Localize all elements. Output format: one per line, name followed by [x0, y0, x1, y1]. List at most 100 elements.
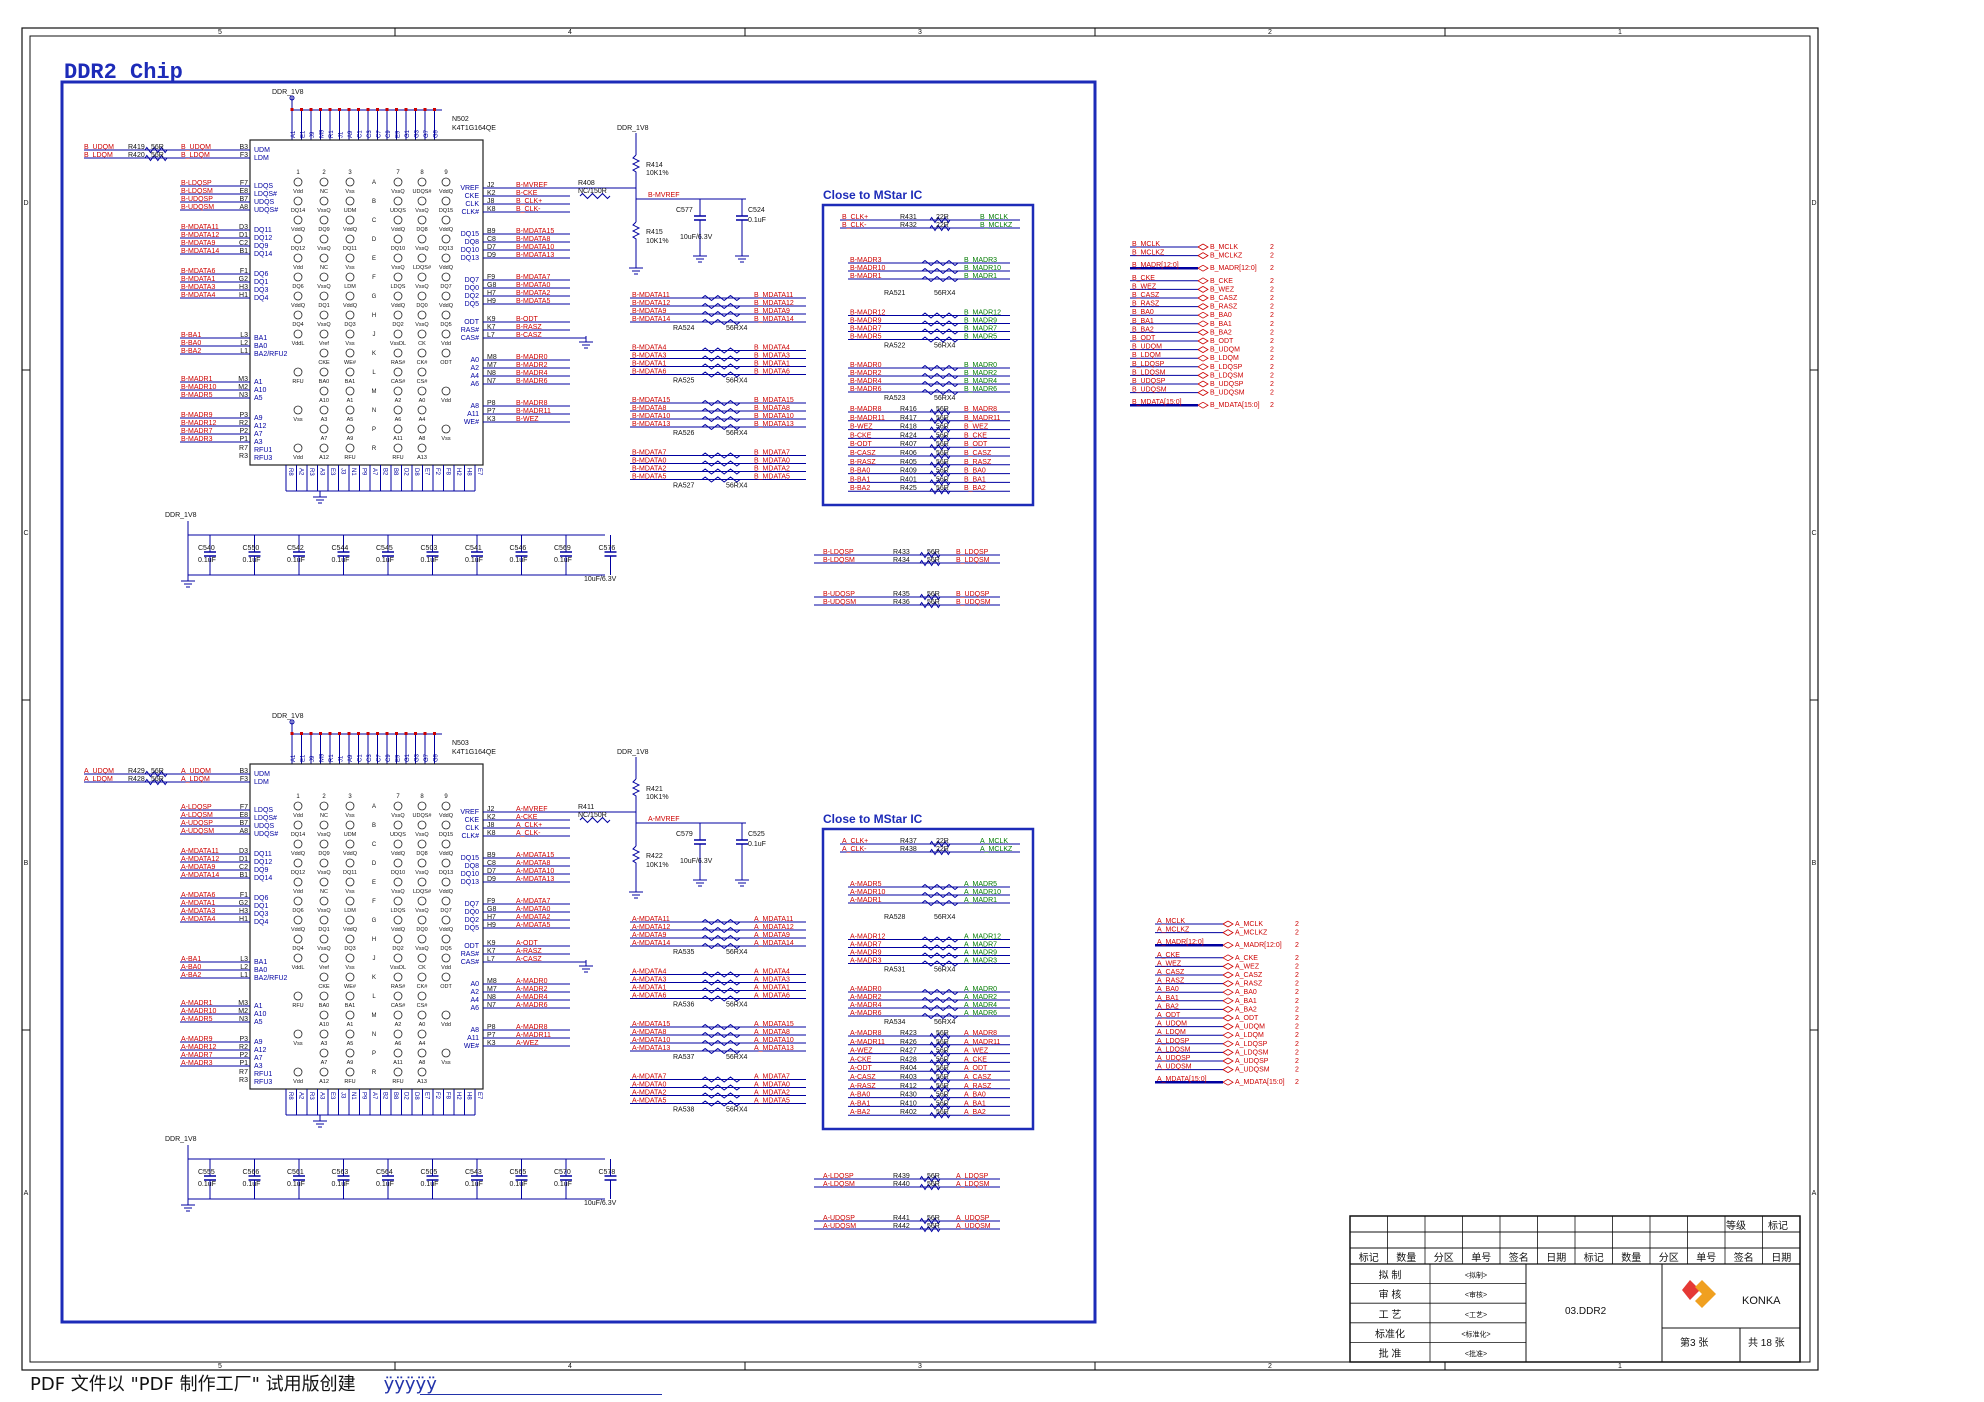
port-name: B_RASZ — [1210, 304, 1238, 311]
port-net: B_MCLKZ — [1132, 250, 1165, 257]
top-pin-number: G1 — [405, 753, 411, 762]
left-pin-net: A_UDQM — [181, 768, 211, 775]
top-pin-number: G7 — [424, 129, 430, 138]
decap-value: 0.1uF — [198, 1181, 216, 1188]
left-pin-net: A-LDQSM — [181, 812, 213, 819]
ball — [393, 972, 403, 982]
ball-label: A6 — [395, 417, 402, 423]
ball — [441, 310, 451, 320]
ball-label: Vss — [345, 189, 354, 195]
array-left-net: B-MDATA4 — [632, 345, 666, 352]
addr-refdes: RA534 — [884, 1019, 906, 1026]
right-pin-name: DQ8 — [465, 239, 480, 246]
ball-row-letter: D — [372, 861, 377, 867]
array-resistor — [701, 371, 741, 378]
ball — [319, 1029, 329, 1039]
vref-power: DDR_1V8 — [617, 749, 649, 756]
right-pin-number: N8 — [487, 370, 496, 377]
ball — [393, 1029, 403, 1039]
right-pin-net: A-MADR8 — [516, 1024, 548, 1031]
ball-label: CS# — [417, 379, 429, 385]
pin-dot — [309, 732, 313, 735]
single-right-net: A_CKE — [964, 1056, 987, 1063]
vref-nc-resistor — [579, 816, 611, 824]
decap-value: 0.1uF — [421, 1181, 439, 1188]
port-arrow — [1197, 389, 1209, 396]
addr-value: 56RX4 — [934, 967, 956, 974]
ball-row-letter: A — [372, 804, 376, 810]
clk-left-net: B_CLK+ — [842, 214, 868, 221]
port-arrow — [1197, 380, 1209, 388]
right-pin-number: J2 — [487, 806, 495, 813]
port-arrow — [1222, 1066, 1234, 1073]
ball — [319, 1067, 329, 1077]
close-box-frame — [821, 827, 1035, 1131]
zone-row-left: D — [23, 200, 28, 207]
port-name: B_LDQM — [1210, 355, 1239, 362]
ball-col-number: 2 — [322, 794, 326, 800]
ball-col-number: 2 — [322, 170, 326, 176]
ball — [345, 215, 355, 225]
ball-label: A3 — [321, 417, 328, 423]
dqs-right-net: B_LDQSP — [956, 549, 989, 556]
dqs-resistor — [919, 1225, 941, 1233]
bottom-pin-number: A3 — [319, 1092, 325, 1100]
bottom-pin-number: E7 — [424, 1092, 430, 1100]
port-name: A_LDQSM — [1235, 1049, 1269, 1056]
left-pin-name: DQ9 — [254, 867, 269, 874]
addr-right-net: A_MADR6 — [964, 1010, 997, 1017]
left-pin-net: A-MADR1 — [181, 1000, 213, 1007]
addr-left-net: A-MADR10 — [850, 889, 886, 896]
right-pin-name: DQ2 — [465, 917, 480, 924]
zone-row-right: C — [1811, 530, 1816, 537]
ball-label: A5 — [347, 417, 354, 423]
pin-dot — [300, 108, 303, 111]
clk-right-net: B_MCLK — [980, 214, 1008, 221]
left-pin-net: B-BA2 — [181, 348, 201, 355]
ball — [417, 953, 427, 963]
addr-left-net: B-MADR2 — [850, 370, 882, 377]
addr-left-net: B-MADR4 — [850, 378, 882, 385]
ball — [417, 820, 427, 830]
bottom-pin-number: E3 — [329, 468, 335, 476]
single-refdes: R410 — [900, 1100, 917, 1107]
ball — [393, 896, 403, 906]
ball-row-letter: K — [372, 975, 376, 981]
port-net: A_MADR[12:0] — [1157, 939, 1204, 946]
top-pin-number: C9 — [386, 754, 392, 762]
ball-label: DQ2 — [392, 322, 403, 328]
left-pin-number: F7 — [240, 804, 248, 811]
left-pin-name: BA2/RFU2 — [254, 351, 288, 358]
bottom-pin-number: H8 — [466, 468, 472, 476]
array-resistor — [701, 310, 741, 318]
ball-row-letter: C — [372, 842, 377, 848]
right-pin-net: B-MDATA2 — [516, 290, 550, 297]
single-value: 56R — [936, 1056, 949, 1063]
dqs-left-net: A-LDQSM — [823, 1181, 855, 1188]
ball-label: DQ14 — [291, 208, 305, 214]
ball — [293, 177, 303, 187]
ball-label: CAS# — [391, 379, 406, 385]
right-pin-net: B-CASZ — [516, 332, 542, 339]
array-refdes: RA525 — [673, 378, 695, 385]
ball — [417, 1029, 427, 1039]
pin-dot — [414, 108, 417, 111]
array-resistor — [701, 468, 741, 475]
right-pin-net: B-MDATA5 — [516, 298, 550, 305]
bottom-pin-number: A7 — [371, 1092, 377, 1100]
addr-right-net: A_MADR1 — [964, 897, 997, 904]
port-name: B_LDQSP — [1210, 364, 1243, 371]
array-resistor — [701, 979, 741, 986]
port-net: B_MCLK — [1132, 241, 1160, 248]
port-name: B_CASZ — [1210, 295, 1238, 302]
right-pin-name: CAS# — [461, 959, 479, 966]
single-resistor — [929, 487, 951, 495]
array-resistor — [701, 363, 741, 370]
right-pin-name: DQ10 — [461, 247, 479, 254]
single-right-net: A_BA1 — [964, 1100, 986, 1107]
ball — [393, 196, 403, 206]
ball — [393, 877, 403, 887]
ball-label: UDQS — [390, 832, 406, 838]
